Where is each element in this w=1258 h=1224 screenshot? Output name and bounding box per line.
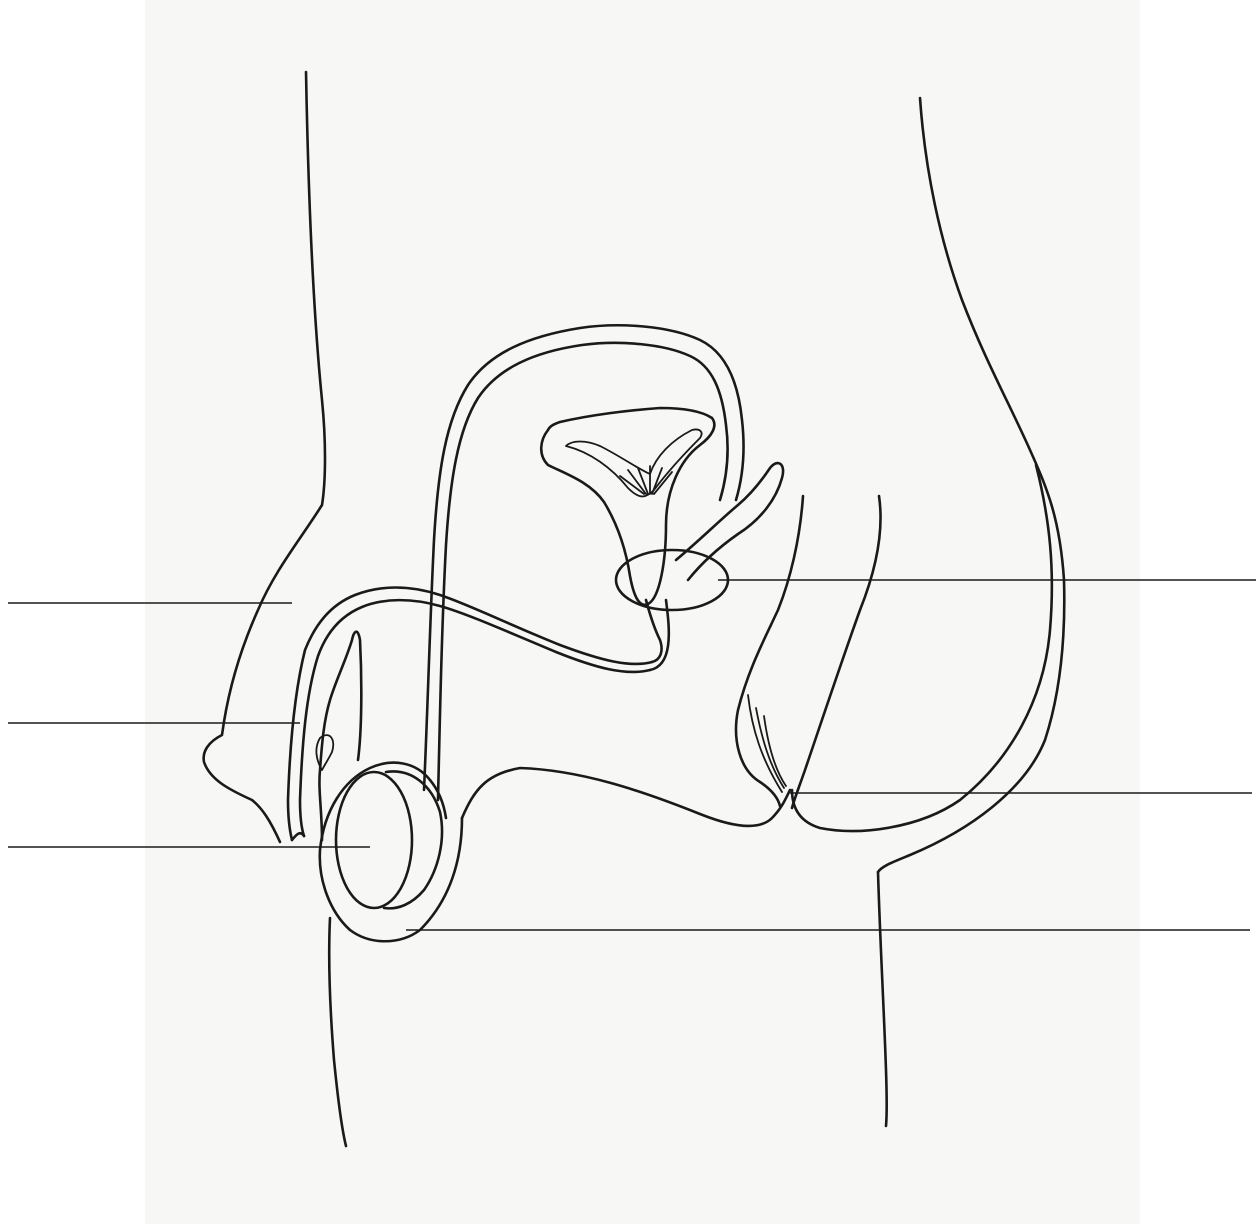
- perineum-outline: [462, 768, 790, 826]
- penis-glans: [316, 735, 333, 770]
- abdomen-outline: [204, 72, 325, 842]
- bladder-folds: [620, 466, 672, 494]
- testis: [336, 772, 412, 908]
- bladder-outline: [541, 408, 714, 605]
- vas-deferens-inner: [438, 343, 728, 800]
- seminal-vesicle: [676, 463, 783, 580]
- rectum-wall-posterior: [792, 496, 880, 808]
- vas-deferens-outer: [424, 325, 744, 790]
- gluteal-fold: [792, 465, 1052, 831]
- prostate-gland: [616, 550, 728, 610]
- thigh-back-outline: [878, 872, 887, 1126]
- back-outline: [878, 98, 1064, 872]
- thigh-front-outline: [329, 918, 346, 1146]
